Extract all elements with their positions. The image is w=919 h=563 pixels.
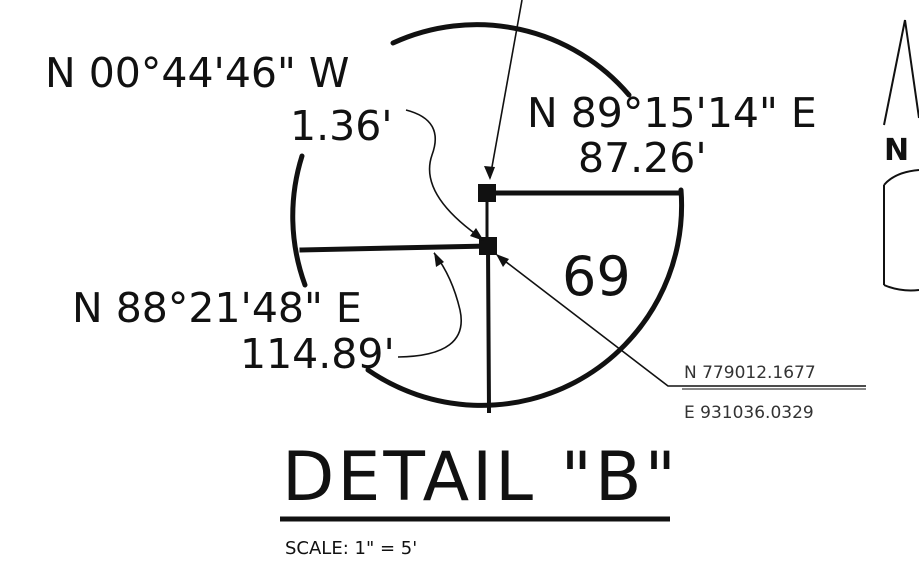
leader-west-distance: [405, 109, 485, 241]
north-label: N: [884, 133, 909, 168]
west-bearing-label: N 00°44'46" W: [45, 49, 349, 97]
northeast-distance-label: 87.26': [578, 134, 707, 182]
west-distance-label: 1.36': [290, 102, 393, 150]
northing-label: N 779012.1677: [684, 363, 816, 383]
detail-circle: [290, 22, 685, 408]
lot-number: 69: [562, 245, 631, 308]
easting-label: E 931036.0329: [684, 403, 814, 423]
circle-arc-top: [390, 22, 632, 98]
line-south: [485, 243, 492, 414]
arrowhead-southwest-icon: [434, 252, 444, 267]
monument-marker-lower: [479, 237, 497, 255]
arrowhead-coordinates-icon: [496, 254, 509, 267]
north-arrow-upper: [883, 19, 919, 126]
southwest-bearing-label: N 88°21'48" E: [72, 284, 362, 332]
southwest-distance-label: 114.89': [240, 330, 395, 378]
leader-southwest-distance: [397, 252, 462, 358]
north-arrow-lower: [883, 169, 919, 292]
leader-lines: [397, 0, 866, 390]
leader-coordinates: [496, 254, 866, 387]
arrowhead-top-icon: [484, 166, 495, 180]
north-arrow-icon: [883, 19, 919, 292]
arrowheads: [434, 166, 509, 267]
monument-marker-upper: [478, 184, 496, 202]
northeast-bearing-label: N 89°15'14" E: [527, 89, 817, 137]
detail-title: DETAIL "B": [282, 438, 679, 517]
circle-arc-left: [290, 153, 308, 288]
scale-label: SCALE: 1" = 5': [285, 538, 417, 559]
leader-from-top: [489, 0, 523, 179]
line-southwest: [299, 243, 490, 253]
arrowhead-west-icon: [470, 228, 484, 241]
circle-arc-right: [365, 187, 685, 408]
